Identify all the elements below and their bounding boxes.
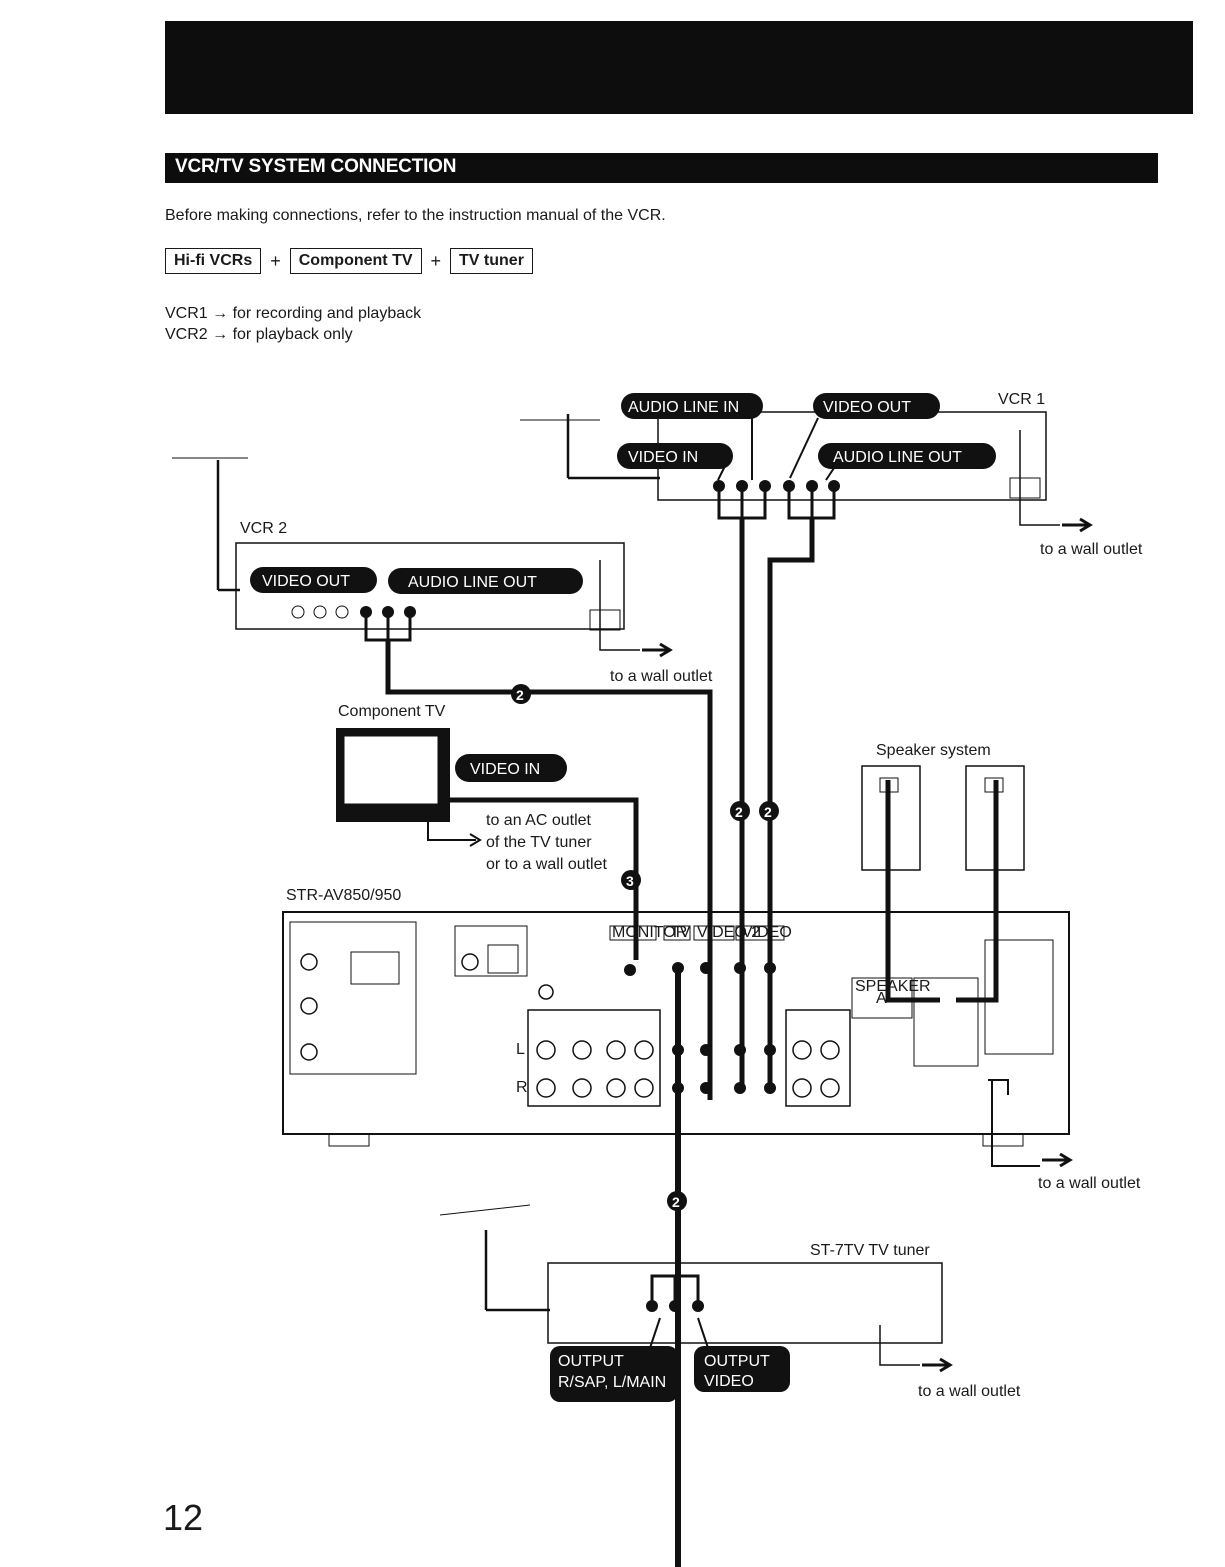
tuner-tag-output-audio: OUTPUT R/SAP, L/MAIN [550, 1346, 678, 1402]
speakers-tag: SPEAKER [855, 978, 931, 995]
plus-sign: + [270, 250, 281, 271]
ac-outlet-line-2: of the TV tuner [486, 834, 592, 851]
cable-plugs [624, 962, 776, 1094]
svg-text:VIDEO IN: VIDEO IN [470, 761, 540, 778]
intro-text: Before making connections, refer to the … [165, 207, 666, 224]
svg-text:VIDEO: VIDEO [742, 924, 792, 941]
tuner-label: ST-7TV TV tuner [810, 1242, 930, 1259]
vcr1-tag-video-out: VIDEO OUT [813, 393, 940, 419]
header-band [165, 21, 1193, 114]
tuner-tag-output-video: OUTPUT VIDEO [694, 1346, 790, 1392]
vcr2-wall-outlet-text: to a wall outlet [610, 668, 713, 685]
section-header: VCR/TV SYSTEM CONNECTION [165, 153, 1158, 183]
vcr2: VCR 2 to a wall outlet [235, 520, 713, 685]
svg-text:2: 2 [672, 1194, 680, 1210]
receiver-wall-outlet-text: to a wall outlet [1038, 1175, 1141, 1192]
receiver-label: STR-AV850/950 [286, 887, 401, 904]
vcr1-tag-video-in: VIDEO IN [617, 443, 733, 469]
step-mark: 2 [511, 684, 531, 704]
step-mark: 2 [667, 1191, 687, 1211]
svg-text:R/SAP, L/MAIN: R/SAP, L/MAIN [558, 1374, 666, 1391]
channel-r-label: R [516, 1079, 528, 1096]
section-title: VCR/TV SYSTEM CONNECTION [175, 156, 457, 177]
step-mark: 3 [621, 870, 641, 890]
speaker-system: Speaker system [861, 742, 1025, 871]
step-mark: 2 [759, 801, 779, 821]
speaker-label: Speaker system [876, 742, 991, 759]
note-vcr1: VCR1 → for recording and playback [165, 305, 422, 322]
arrow-icon [1062, 517, 1093, 533]
vcr1-tag-audio-line-out: AUDIO LINE OUT [818, 443, 996, 469]
vcr1-plugs [713, 480, 840, 520]
vcr2-label: VCR 2 [240, 520, 287, 537]
svg-text:OUTPUT: OUTPUT [558, 1353, 624, 1370]
svg-text:OUTPUT: OUTPUT [704, 1353, 770, 1370]
vcr2-tag-audio-line-out: AUDIO LINE OUT [388, 568, 583, 594]
svg-text:AUDIO LINE OUT: AUDIO LINE OUT [408, 574, 537, 591]
ac-outlet-line-1: to an AC outlet [486, 812, 592, 829]
vcr1-tag-audio-line-in: AUDIO LINE IN [621, 393, 763, 419]
badge-hifi-vcrs: Hi-fi VCRs [165, 248, 262, 274]
vcr1-label: VCR 1 [998, 391, 1045, 408]
badge-component-tv: Component TV [289, 248, 422, 274]
vcr1-wall-outlet-text: to a wall outlet [1040, 541, 1143, 558]
svg-text:2: 2 [516, 687, 524, 703]
tuner-wall-outlet-text: to a wall outlet [918, 1383, 1021, 1400]
step-mark: 2 [730, 801, 750, 821]
svg-text:VIDEO OUT: VIDEO OUT [823, 399, 911, 416]
svg-text:2: 2 [764, 804, 772, 820]
ac-outlet-line-3: or to a wall outlet [486, 856, 608, 873]
arrow-icon [1042, 1152, 1073, 1168]
svg-text:VIDEO OUT: VIDEO OUT [262, 573, 350, 590]
speakers-a: A [876, 990, 887, 1007]
svg-text:TV: TV [670, 924, 691, 941]
channel-l-label: L [516, 1041, 525, 1058]
svg-text:MONITOR: MONITOR [612, 924, 687, 941]
badge-tv-tuner: TV tuner [450, 248, 533, 274]
arrow-icon [642, 642, 673, 658]
tv-tag-video-in: VIDEO IN [455, 754, 567, 782]
page-number: 12 [163, 1497, 204, 1538]
antenna-vcr1-icon [520, 414, 660, 480]
vcr2-tag-video-out: VIDEO OUT [250, 567, 377, 593]
tv-tuner: ST-7TV TV tuner to a wall outlet [547, 1242, 1021, 1400]
svg-text:3: 3 [626, 873, 634, 889]
svg-text:VIDEO IN: VIDEO IN [628, 449, 698, 466]
svg-text:AUDIO LINE IN: AUDIO LINE IN [628, 399, 739, 416]
component-list: Hi-fi VCRs + Component TV + TV tuner [165, 247, 533, 275]
component-tv: Component TV [336, 703, 450, 822]
svg-text:AUDIO LINE OUT: AUDIO LINE OUT [833, 449, 962, 466]
plus-sign: + [430, 250, 442, 271]
component-tv-label: Component TV [338, 703, 446, 720]
note-vcr2: VCR2 → for playback only [165, 326, 353, 343]
svg-text:VIDEO: VIDEO [704, 1373, 754, 1390]
antenna-tuner-icon [439, 1204, 550, 1312]
vcr2-plugs [360, 606, 416, 642]
svg-text:2: 2 [735, 804, 743, 820]
arrow-icon [922, 1357, 953, 1373]
